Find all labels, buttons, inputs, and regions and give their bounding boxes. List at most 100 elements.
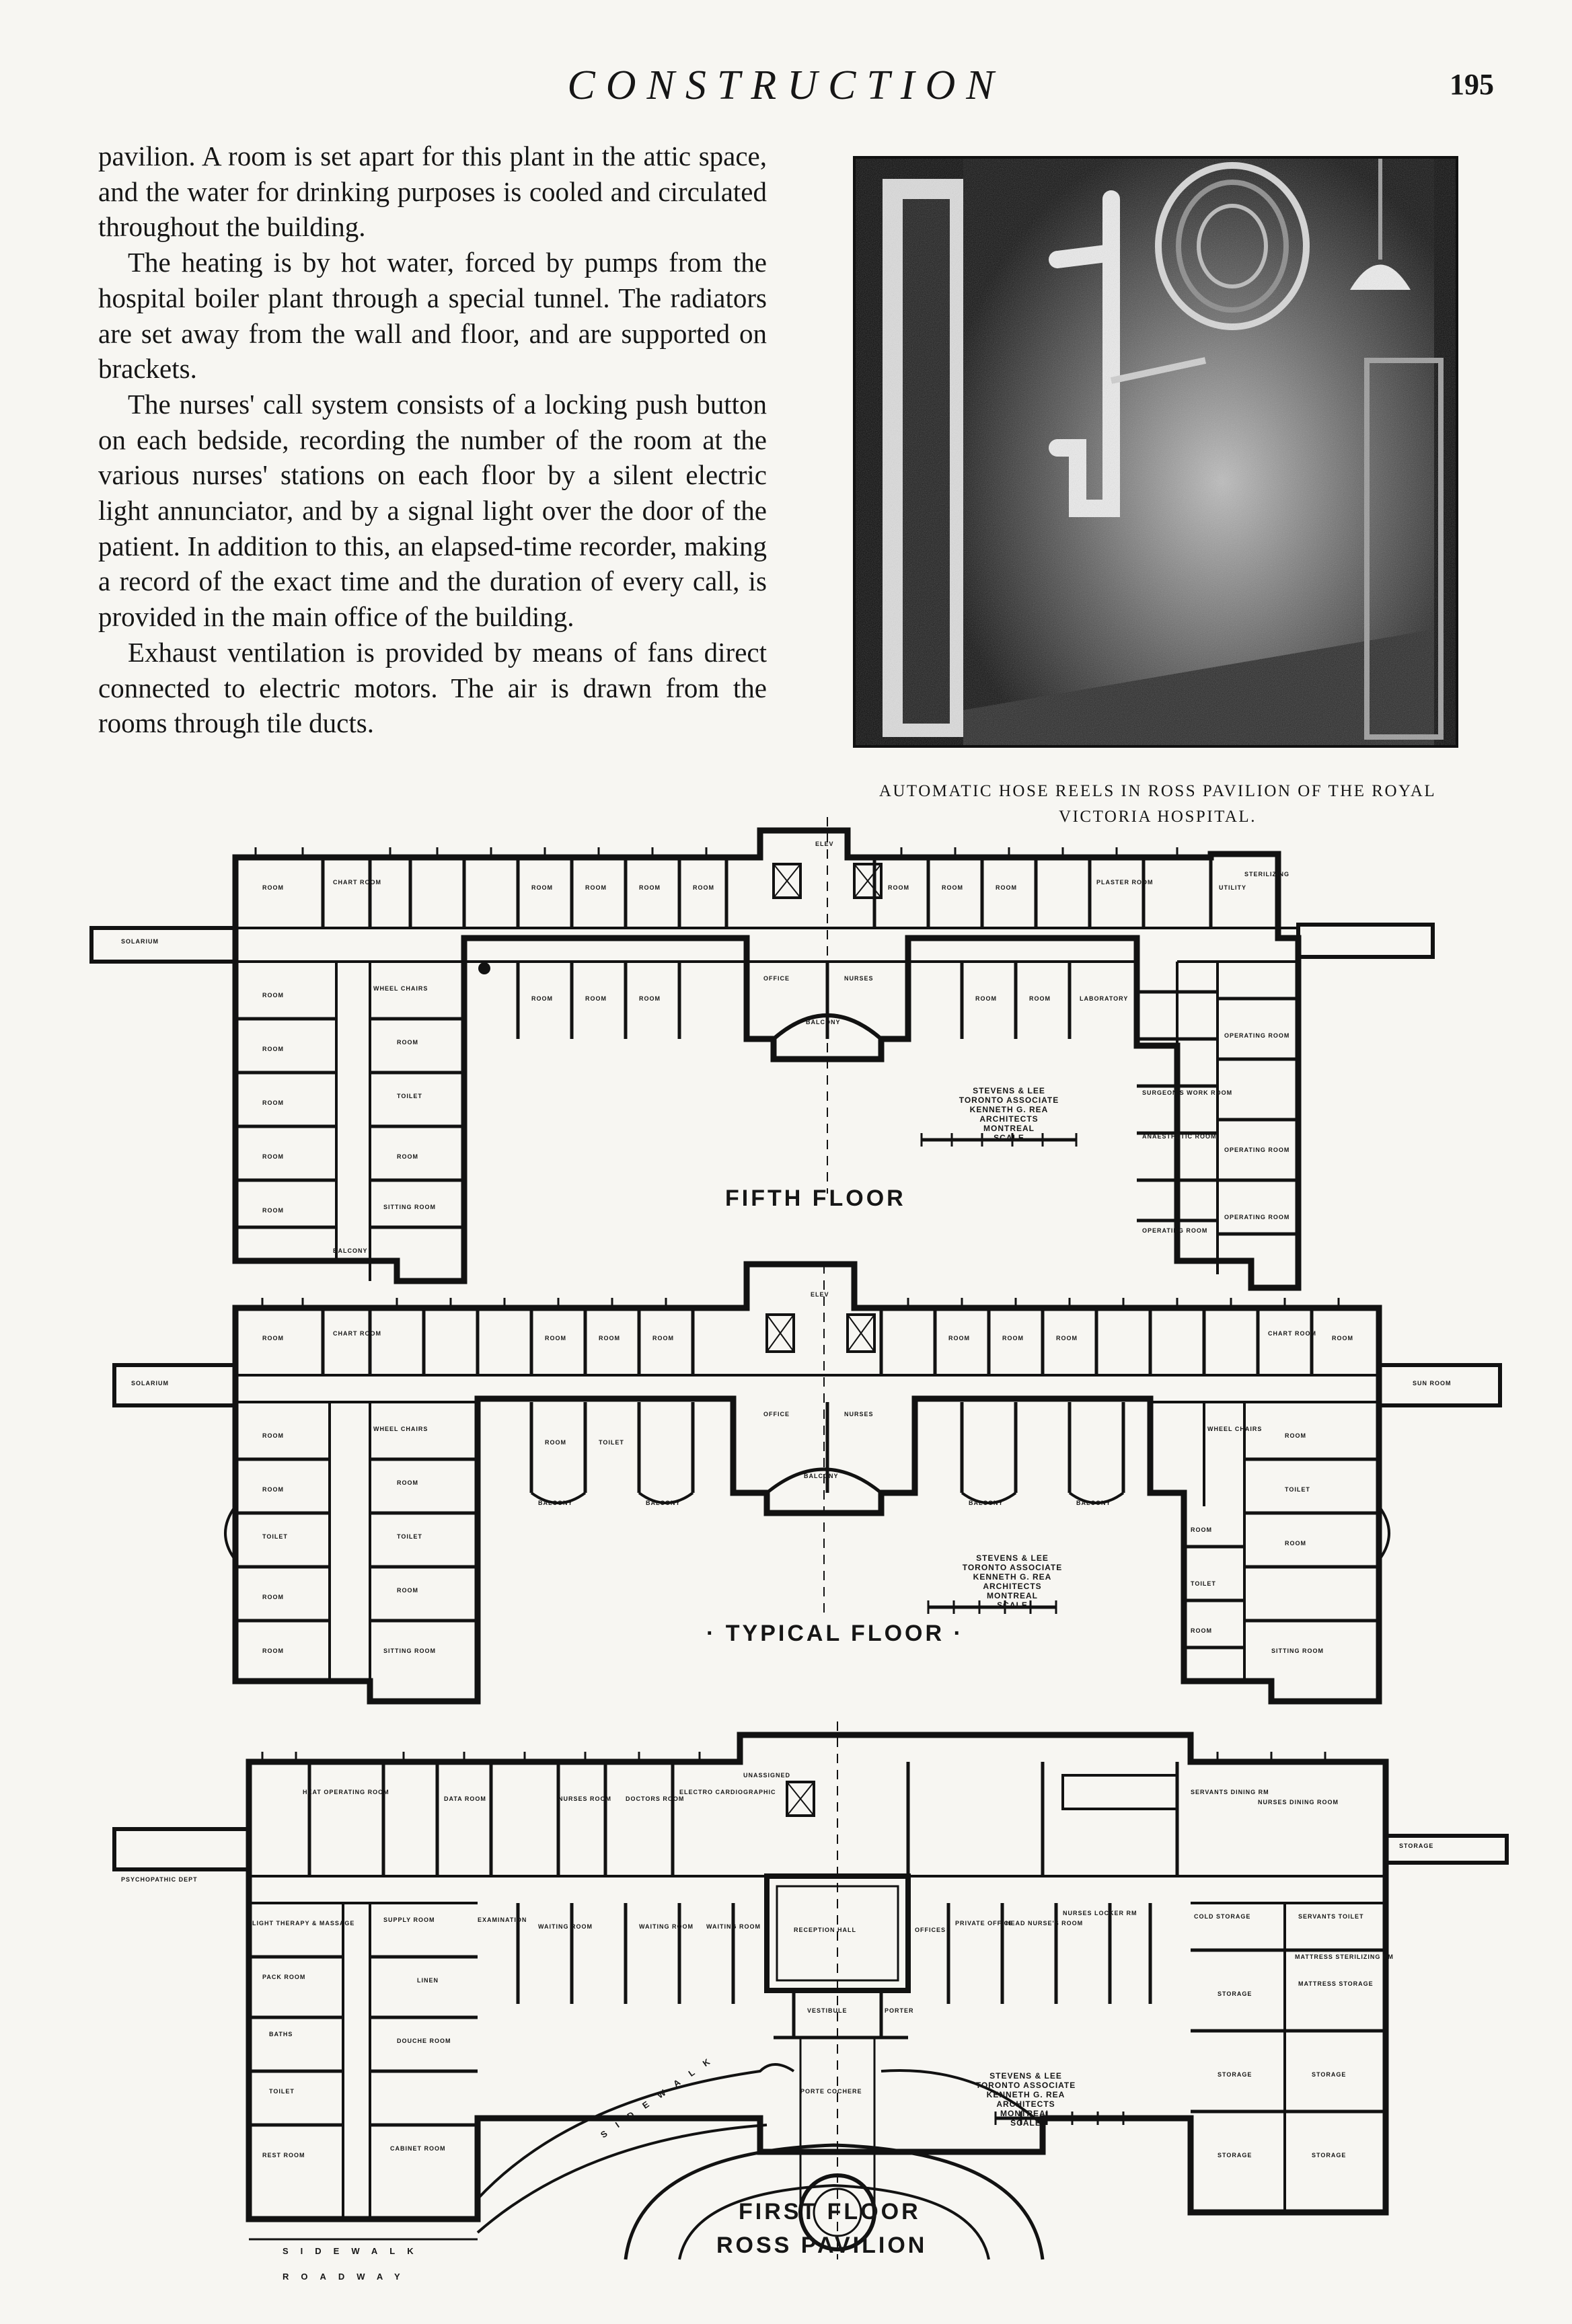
plan-title: FIFTH FLOOR: [725, 1186, 906, 1211]
room-label: ROOM: [1191, 1526, 1212, 1533]
credit-line: TORONTO ASSOCIATE: [975, 2081, 1076, 2090]
room-label: ROOM: [531, 884, 553, 891]
room-label: ROOM: [262, 884, 284, 891]
body-text: pavilion. A room is set apart for this p…: [98, 139, 767, 741]
room-label: WHEEL CHAIRS: [373, 1426, 428, 1432]
room-label: DOCTORS ROOM: [626, 1795, 685, 1802]
room-label: SITTING ROOM: [1271, 1648, 1324, 1654]
room-label: VESTIBULE: [807, 2007, 848, 2014]
room-label: ROOM: [1191, 1627, 1212, 1634]
page-number: 195: [1450, 68, 1494, 101]
room-label: PORTER: [885, 2007, 914, 2014]
typical-floor-plan: ROOM CHART ROOM ROOM ROOM ROOM ELEV ROOM…: [101, 1261, 1502, 1721]
room-label: ROOM: [262, 1594, 284, 1600]
room-label: TOILET: [397, 1093, 422, 1099]
room-label: UNASSIGNED: [743, 1772, 791, 1779]
room-label: ROOM: [262, 1432, 284, 1439]
room-label: NURSES ROOM: [558, 1795, 612, 1802]
room-label: SERVANTS TOILET: [1298, 1913, 1364, 1920]
room-label: EXAMINATION: [478, 1916, 527, 1923]
hose-reel-photo: [853, 156, 1458, 748]
typical-floor-drawing: [112, 1261, 1502, 1705]
room-label: ROOM: [262, 1486, 284, 1493]
credit-line: KENNETH G. REA ARCHITECTS: [969, 1105, 1049, 1124]
room-label: ROOM: [1056, 1335, 1078, 1342]
room-label: UTILITY: [1219, 884, 1246, 891]
credit-line: SCALE: [1010, 2118, 1041, 2128]
room-label: WAITING ROOM: [706, 1923, 761, 1930]
room-label: ROOM: [397, 1039, 418, 1046]
credit-line: KENNETH G. REA ARCHITECTS: [986, 2090, 1065, 2109]
room-label: LABORATORY: [1080, 995, 1129, 1002]
credit-line: MONTREAL: [983, 1124, 1035, 1133]
room-label: OPERATING ROOM: [1142, 1227, 1208, 1234]
room-label: TOILET: [269, 2088, 295, 2095]
plan-subtitle: ROSS PAVILION: [716, 2233, 928, 2258]
room-label: ROOM: [531, 995, 553, 1002]
architect-credit: STEVENS & LEE TORONTO ASSOCIATE KENNETH …: [955, 1553, 1070, 1610]
room-label: CABINET ROOM: [390, 2145, 446, 2152]
room-label: STORAGE: [1312, 2071, 1347, 2078]
credit-line: SCALE: [994, 1133, 1024, 1142]
room-label: BALCONY: [1076, 1500, 1111, 1506]
room-label: ROOM: [262, 1046, 284, 1052]
first-floor-drawing: [112, 1721, 1509, 2260]
room-label: ROOM: [545, 1335, 566, 1342]
room-label: SITTING ROOM: [383, 1648, 436, 1654]
elevator-label: ELEV: [811, 1291, 829, 1298]
elevator-label: ELEV: [815, 841, 834, 847]
room-label: ROOM: [585, 884, 607, 891]
room-label: ROOM: [1029, 995, 1051, 1002]
room-label: ROOM: [262, 1335, 284, 1342]
room-label: ROOM: [599, 1335, 620, 1342]
credit-line: STEVENS & LEE: [973, 1086, 1045, 1095]
room-label: SURGEON'S WORK ROOM: [1142, 1089, 1233, 1096]
room-label: PORTE COCHERE: [800, 2088, 862, 2095]
room-label: OFFICE: [763, 1411, 790, 1418]
room-label: STORAGE: [1312, 2152, 1347, 2159]
credit-line: TORONTO ASSOCIATE: [959, 1095, 1059, 1105]
room-label: BALCONY: [804, 1473, 839, 1479]
corridor-label: SOLARIUM: [121, 938, 159, 945]
room-label: ROOM: [1285, 1540, 1306, 1547]
room-label: DOUCHE ROOM: [397, 2038, 451, 2044]
paragraph: The heating is by hot water, forced by p…: [98, 247, 767, 385]
room-label: ROOM: [262, 1153, 284, 1160]
room-label: PACK ROOM: [262, 1974, 306, 1980]
room-label: ROOM: [942, 884, 963, 891]
room-label: WAITING ROOM: [538, 1923, 593, 1930]
room-label: HEAT OPERATING ROOM: [303, 1789, 389, 1795]
room-label: ROOM: [693, 884, 714, 891]
running-head: CONSTRUCTION: [567, 63, 1005, 108]
room-label: CHART ROOM: [333, 1330, 381, 1337]
room-label: ROOM: [975, 995, 997, 1002]
architect-credit: STEVENS & LEE TORONTO ASSOCIATE KENNETH …: [969, 2071, 1083, 2128]
room-label: WAITING ROOM: [639, 1923, 694, 1930]
room-label: WHEEL CHAIRS: [373, 985, 428, 992]
room-label: ROOM: [262, 1207, 284, 1214]
credit-line: KENNETH G. REA ARCHITECTS: [973, 1572, 1052, 1591]
room-label: ROOM: [948, 1335, 970, 1342]
room-label: SITTING ROOM: [383, 1204, 436, 1210]
room-label: NURSES DINING ROOM: [1258, 1799, 1339, 1806]
room-label: ROOM: [1332, 1335, 1353, 1342]
room-label: ROOM: [397, 1587, 418, 1594]
room-label: WHEEL CHAIRS: [1207, 1426, 1263, 1432]
room-label: ROOM: [1285, 1432, 1306, 1439]
room-label: ROOM: [262, 992, 284, 999]
room-label: TOILET: [1285, 1486, 1310, 1493]
room-label: RECEPTION HALL: [794, 1927, 857, 1933]
room-label: NURSES: [844, 975, 874, 982]
credit-line: STEVENS & LEE: [989, 2071, 1062, 2081]
room-label: CHART ROOM: [1268, 1330, 1316, 1337]
room-label: ROOM: [639, 884, 661, 891]
room-label: ROOM: [652, 1335, 674, 1342]
paragraph: pavilion. A room is set apart for this p…: [98, 141, 767, 243]
room-label: BALCONY: [333, 1247, 368, 1254]
room-label: ROOM: [585, 995, 607, 1002]
room-label: REST ROOM: [262, 2152, 305, 2159]
room-label: CHART ROOM: [333, 879, 381, 886]
corridor-label: SOLARIUM: [131, 1380, 169, 1387]
room-label: BALCONY: [969, 1500, 1004, 1506]
room-label: OFFICE: [763, 975, 790, 982]
